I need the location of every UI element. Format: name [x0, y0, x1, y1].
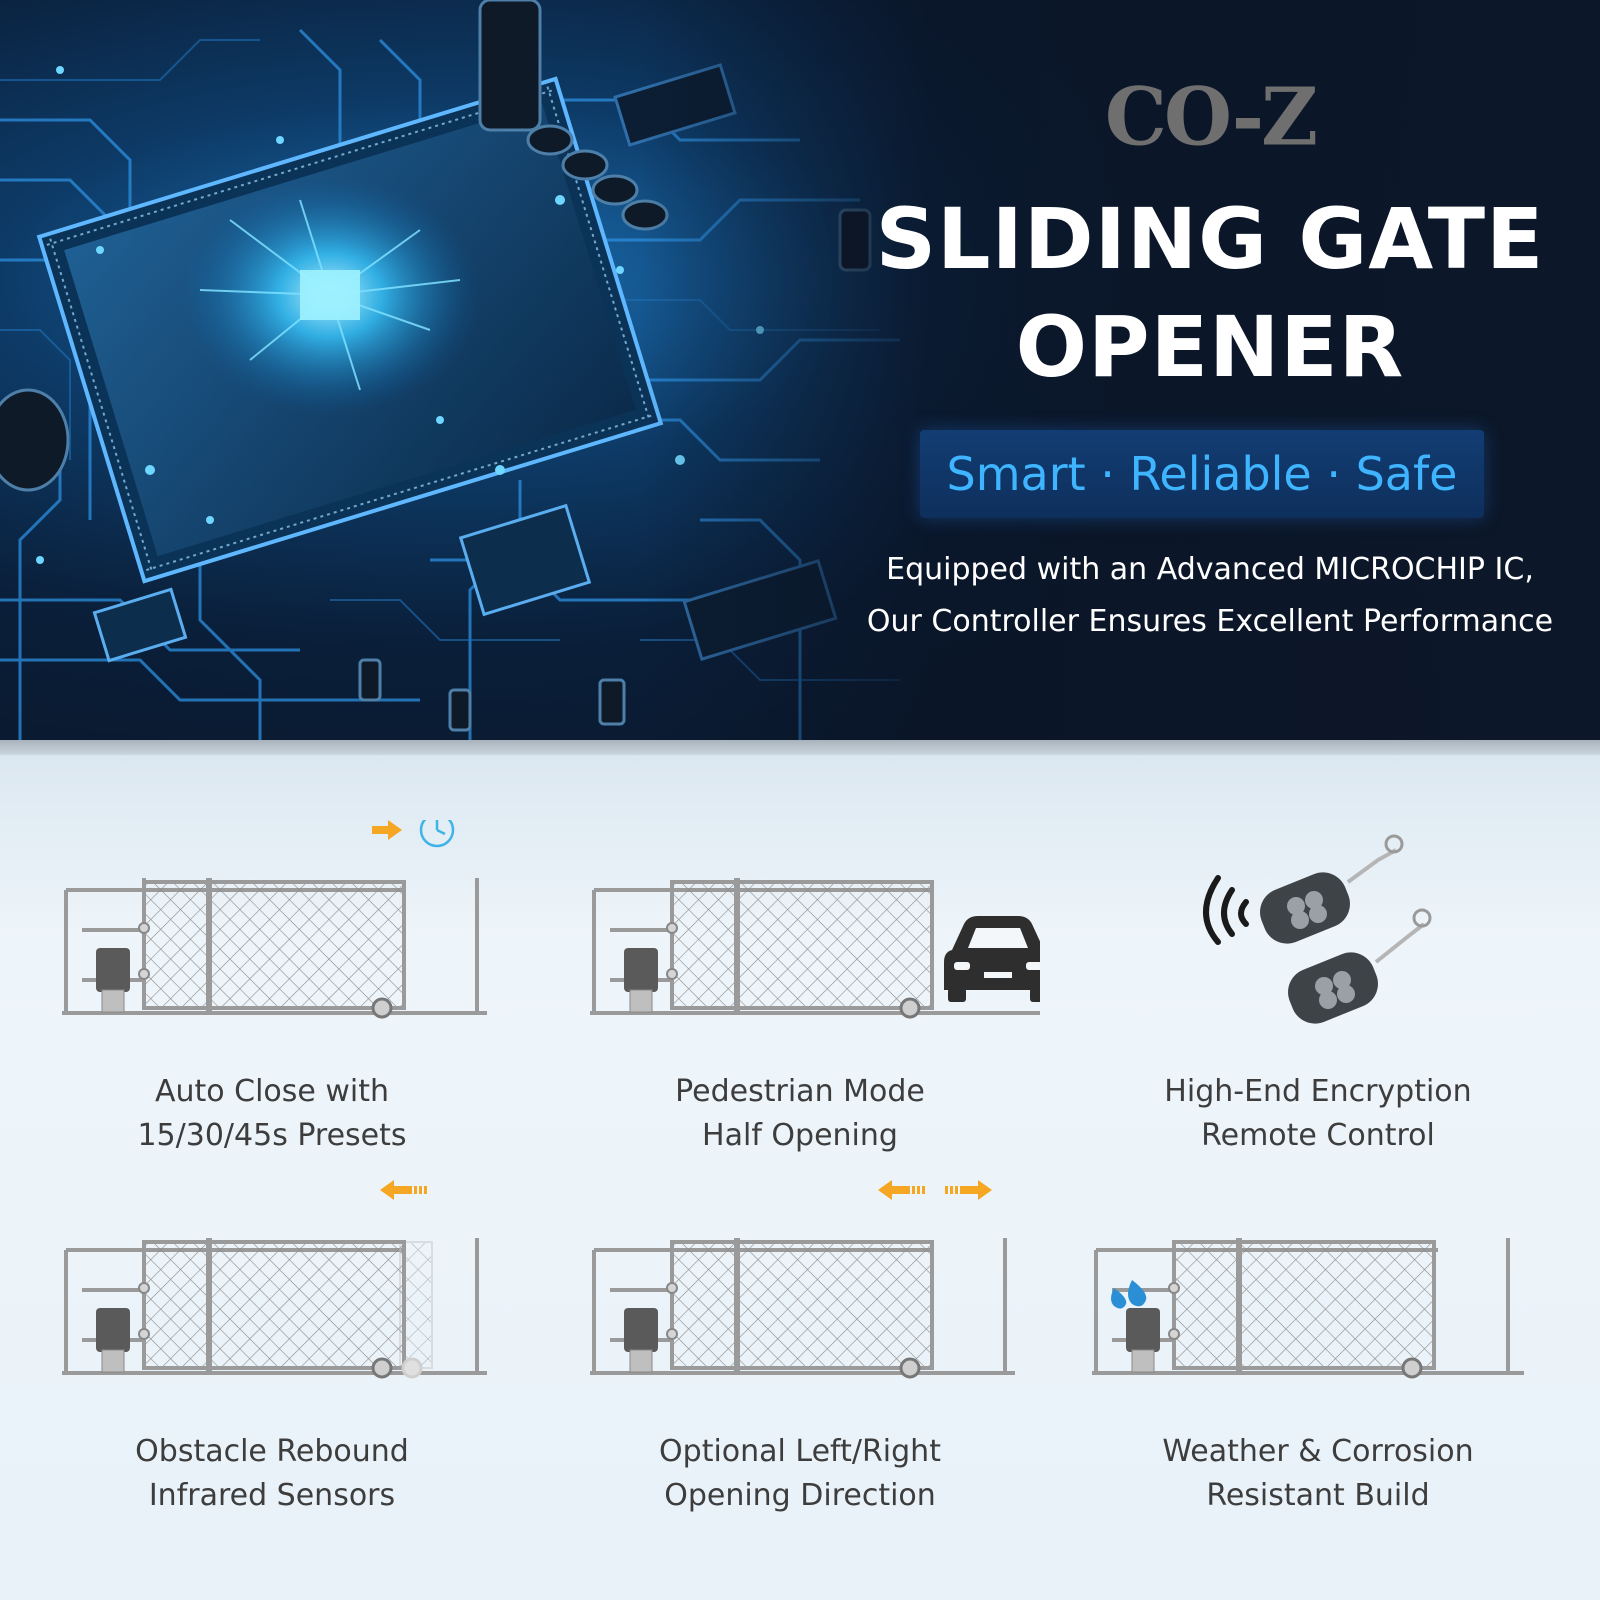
- feature-caption-line-2: Infrared Sensors: [148, 1478, 396, 1513]
- feature-caption-line-2: Opening Direction: [664, 1478, 936, 1513]
- feature-weather-resistant: Weather & Corrosion Resistant Build: [1078, 1180, 1558, 1520]
- product-title-line-1: SLIDING GATE: [875, 190, 1545, 288]
- tagline-badge: Smart · Reliable · Safe: [920, 430, 1484, 518]
- brand-logo: CO-Z: [1104, 71, 1318, 164]
- remote-illustration: [1203, 834, 1432, 1024]
- feature-obstacle-rebound: Obstacle Rebound Infrared Sensors: [32, 1180, 512, 1520]
- arrow-right-icon: [372, 820, 402, 840]
- tagline-text: Smart · Reliable · Safe: [946, 447, 1458, 501]
- arrow-left-icon: [380, 1180, 427, 1200]
- car-icon: [944, 916, 1040, 1002]
- gate-illustration: [62, 820, 487, 1019]
- feature-opening-direction: Optional Left/Right Opening Direction: [560, 1180, 1040, 1520]
- feature-caption-line-1: Pedestrian Mode: [675, 1074, 925, 1109]
- gate-motor-icon: [624, 1308, 658, 1373]
- gate-motor-icon: [624, 948, 658, 1013]
- hero-text-block: CO-Z SLIDING GATE OPENER Smart · Reliabl…: [840, 0, 1580, 740]
- feature-pedestrian-mode: Pedestrian Mode Half Opening: [560, 820, 1040, 1160]
- gate-motor-icon: [96, 948, 130, 1013]
- feature-caption-line-1: Auto Close with: [154, 1074, 390, 1109]
- feature-remote-control: High-End Encryption Remote Control: [1078, 820, 1558, 1160]
- arrow-left-icon: [878, 1180, 925, 1200]
- feature-auto-close: Auto Close with 15/30/45s Presets: [32, 820, 512, 1160]
- features-section: Auto Close with 15/30/45s Presets: [0, 740, 1600, 1600]
- clock-icon: [419, 820, 455, 848]
- gate-illustration: [1092, 1238, 1524, 1379]
- water-drops-icon: [1111, 1280, 1147, 1309]
- description-line-1: Equipped with an Advanced MICROCHIP IC,: [886, 552, 1534, 587]
- feature-caption-line-2: Remote Control: [1201, 1118, 1435, 1153]
- remote-key-fob-icon: [1288, 908, 1432, 1024]
- feature-caption-line-1: Obstacle Rebound: [135, 1434, 409, 1469]
- remote-key-fob-icon: [1260, 834, 1404, 944]
- feature-caption-line-1: Weather & Corrosion: [1162, 1434, 1474, 1469]
- feature-caption-line-1: Optional Left/Right: [659, 1434, 941, 1469]
- feature-caption-line-2: Half Opening: [702, 1118, 898, 1153]
- gate-motor-icon: [1126, 1308, 1160, 1373]
- feature-caption-line-1: High-End Encryption: [1164, 1074, 1472, 1109]
- product-title-line-2: OPENER: [1015, 298, 1405, 396]
- gate-illustration: [62, 1180, 487, 1379]
- wireless-signal-icon: [1203, 875, 1249, 945]
- feature-caption-line-2: Resistant Build: [1206, 1478, 1430, 1513]
- gate-motor-icon: [96, 1308, 130, 1373]
- hero-dark-overlay: [0, 0, 1600, 740]
- feature-caption-line-2: 15/30/45s Presets: [137, 1118, 407, 1153]
- gate-illustration: [590, 1180, 1015, 1379]
- description-line-2: Our Controller Ensures Excellent Perform…: [866, 604, 1554, 639]
- arrow-right-icon: [945, 1180, 992, 1200]
- hero-section: CO-Z SLIDING GATE OPENER Smart · Reliabl…: [0, 0, 1600, 740]
- gate-illustration: [590, 878, 1040, 1019]
